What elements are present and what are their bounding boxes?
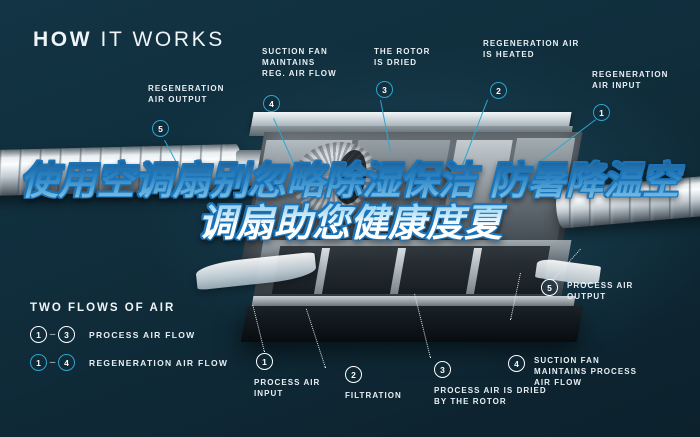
marker-suction-fan-process[interactable]: 4 (508, 355, 525, 372)
marker-process-air-output[interactable]: 5 (541, 279, 558, 296)
legend-marker-to-3: 3 (58, 326, 75, 343)
legend-label-regeneration-air-flow: REGENERATION AIR FLOW (89, 357, 229, 368)
legend-marker-to-4: 4 (58, 354, 75, 371)
legend-dash-2: – (49, 357, 56, 368)
legend-marker-from-1b: 1 (30, 354, 47, 371)
marker-process-air-input[interactable]: 1 (256, 353, 273, 370)
legend-title: TWO FLOWS OF AIR (30, 302, 176, 314)
marker-rotor-dried[interactable]: 3 (376, 81, 393, 98)
callout-regen-input-label: REGENERATION AIR INPUT (592, 70, 669, 90)
marker-regen-input[interactable]: 1 (593, 104, 610, 121)
marker-filtration[interactable]: 2 (345, 366, 362, 383)
callout-suction-fan-reg-label: SUCTION FAN MAINTAINS REG. AIR FLOW (262, 47, 337, 78)
marker-process-dried[interactable]: 3 (434, 361, 451, 378)
callout-process-air-input-label: PROCESS AIR INPUT (254, 378, 321, 398)
marker-regeneration-air-output[interactable]: 5 (152, 120, 169, 137)
callout-filtration-label: FILTRATION (345, 391, 402, 400)
callout-suction-fan-process-label: SUCTION FAN MAINTAINS PROCESS AIR FLOW (534, 356, 638, 387)
callout-regen-heated-label: REGENERATION AIR IS HEATED (483, 39, 580, 59)
page-title: HOW IT WORKS (33, 28, 225, 52)
callout-process-air-output-label: PROCESS AIR OUTPUT (567, 281, 634, 301)
page-title-bold: HOW (33, 28, 93, 51)
base-plinth (240, 306, 584, 342)
callout-regeneration-air-output-label: REGENERATION AIR OUTPUT (148, 84, 225, 104)
legend-row-process-air-flow: 1 – 3 PROCESS AIR FLOW (30, 326, 228, 343)
legend: TWO FLOWS OF AIR 1 – 3 PROCESS AIR FLOW … (30, 302, 228, 382)
legend-row-regeneration-air-flow: 1 – 4 REGENERATION AIR FLOW (30, 354, 228, 371)
legend-label-process-air-flow: PROCESS AIR FLOW (89, 329, 196, 340)
marker-suction-fan-reg[interactable]: 4 (263, 95, 280, 112)
legend-marker-from-1: 1 (30, 326, 47, 343)
marker-regen-heated[interactable]: 2 (490, 82, 507, 99)
legend-dash-1: – (49, 329, 56, 340)
page-title-light: IT WORKS (92, 28, 225, 51)
callout-rotor-dried-label: THE ROTOR IS DRIED (374, 47, 431, 67)
callout-process-dried-label: PROCESS AIR IS DRIED BY THE ROTOR (434, 386, 547, 406)
chinese-headline-overlay: 使用空调扇别忽略除湿保洁 防暑降温空调扇助您健康度夏 (0, 160, 700, 244)
